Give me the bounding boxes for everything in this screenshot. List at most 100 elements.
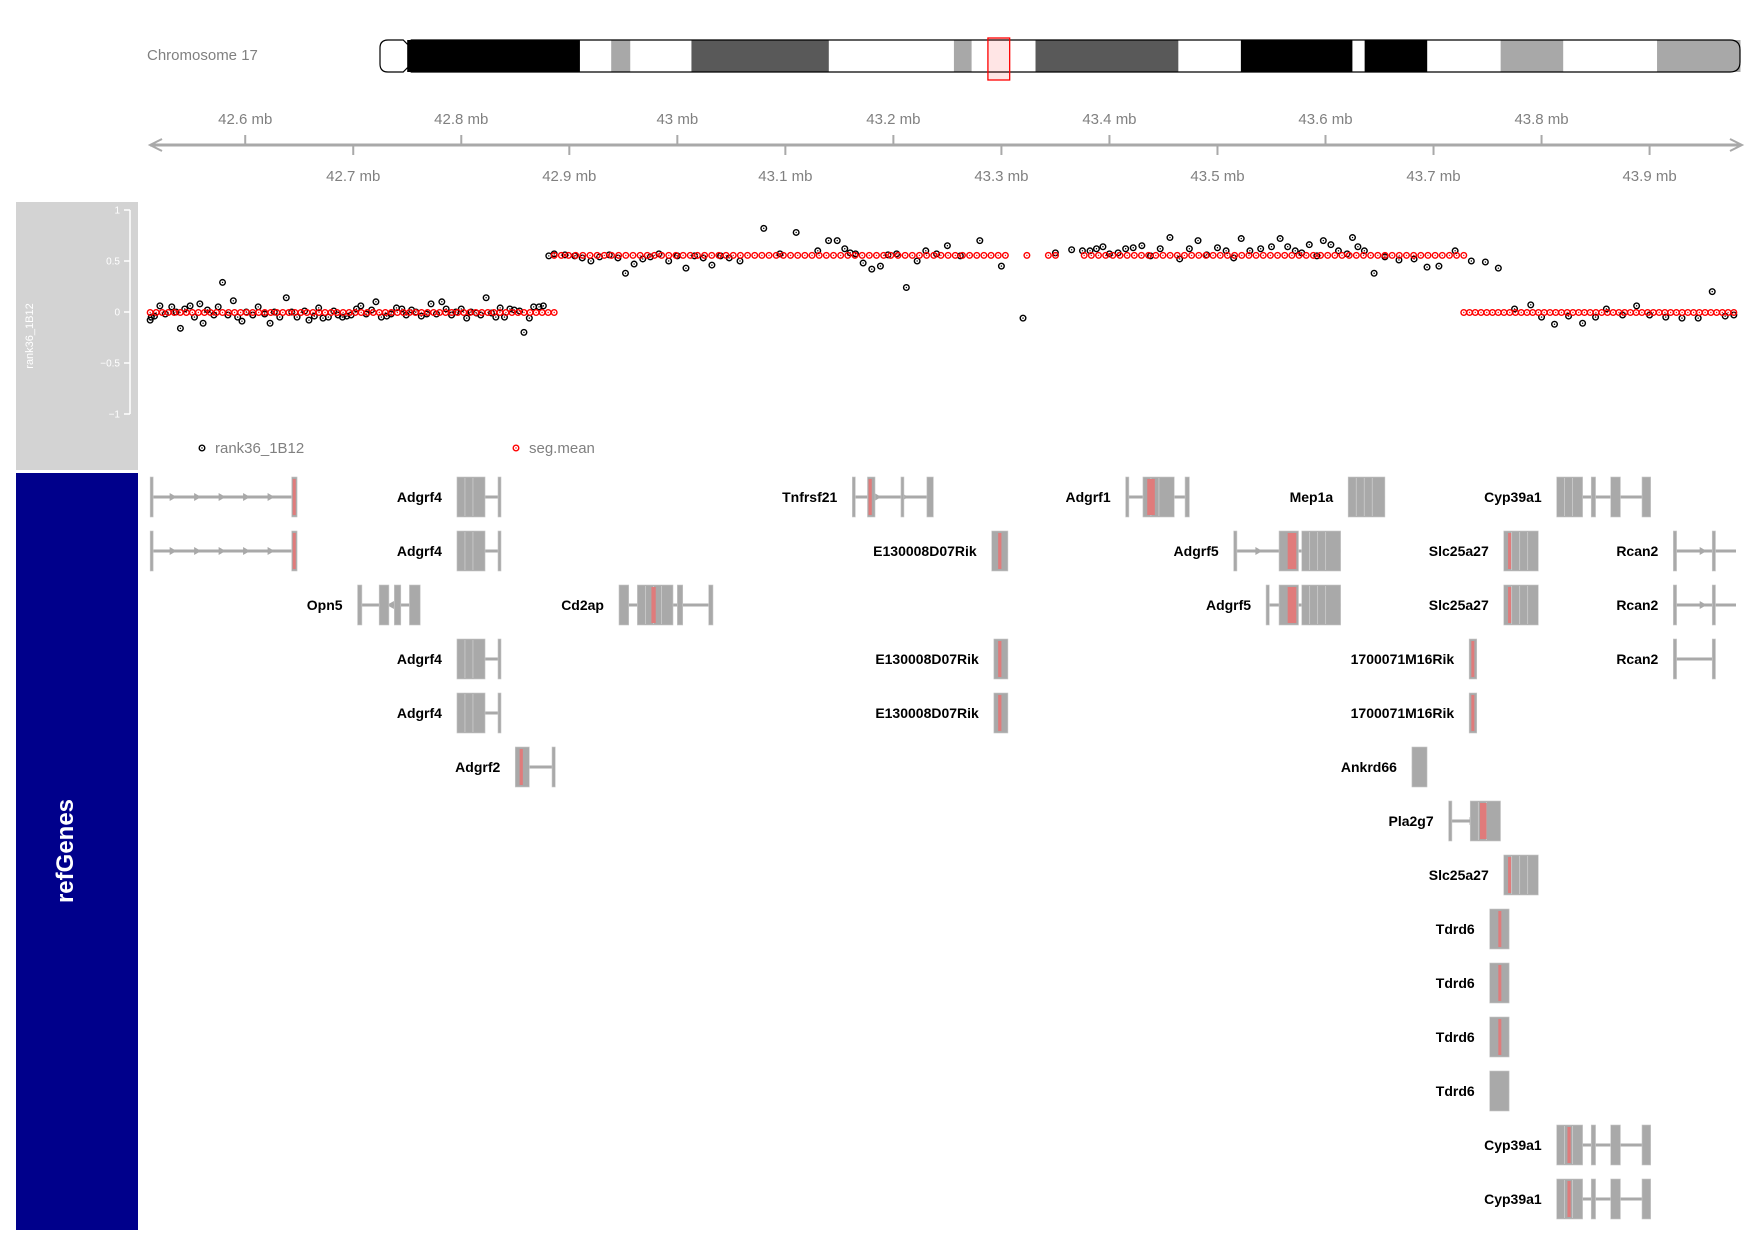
- seg-mean-point-center: [1577, 311, 1580, 314]
- seg-mean-point: [586, 251, 594, 259]
- seg-mean-point-center: [1276, 254, 1279, 257]
- data-point-center: [1373, 272, 1375, 274]
- data-point: [922, 247, 930, 255]
- seg-mean-point-center: [582, 254, 584, 257]
- data-point: [1129, 244, 1137, 252]
- seg-mean-point: [880, 251, 888, 259]
- data-point: [520, 328, 528, 336]
- gene-exon: [1610, 1178, 1621, 1220]
- seg-mean-point-center: [360, 311, 362, 314]
- seg-mean-point-center: [523, 311, 525, 314]
- y-axis-tick-label: 1: [114, 206, 120, 217]
- seg-mean-point-center: [682, 254, 684, 257]
- gene-highlight-region: [1287, 587, 1297, 623]
- gene-label: Adgrf4: [397, 651, 442, 667]
- gene-model: Adgrf1: [1066, 476, 1190, 518]
- seg-mean-point-center: [1474, 311, 1476, 314]
- data-point-center: [269, 322, 271, 324]
- gene-model: 1700071M16Rik: [1351, 692, 1478, 734]
- gene-model: Rcan2: [1616, 584, 1736, 626]
- seg-mean-point-center: [625, 254, 627, 257]
- gene-track-title-panel: [16, 473, 138, 1230]
- ideogram-band: [1427, 40, 1502, 72]
- seg-mean-point-center: [1526, 311, 1528, 314]
- data-point: [496, 304, 504, 312]
- gene-model: Cd2ap: [561, 584, 714, 626]
- seg-mean-point: [672, 251, 680, 259]
- seg-mean-point-center: [1319, 254, 1322, 257]
- data-point: [630, 260, 638, 268]
- gene-model: Adgrf4: [397, 530, 502, 572]
- data-point: [1334, 247, 1342, 255]
- seg-mean-point-center: [1169, 254, 1171, 257]
- data-point-center: [844, 248, 846, 250]
- gene-track-title: refGenes: [52, 799, 79, 903]
- gene-highlight-region: [1508, 857, 1512, 893]
- ideogram-band: [1500, 40, 1564, 72]
- data-point: [1579, 319, 1587, 327]
- seg-mean-point-center: [660, 254, 663, 257]
- seg-mean-point-center: [420, 311, 423, 314]
- strand-arrow: [1699, 601, 1707, 609]
- seg-mean-point-center: [161, 311, 163, 314]
- seg-mean-point-center: [1420, 254, 1422, 257]
- gene-highlight-region: [1508, 533, 1512, 569]
- gene-label: Tdrd6: [1436, 1083, 1475, 1099]
- seg-mean-point-center: [239, 311, 242, 314]
- seg-mean-point: [1345, 251, 1353, 259]
- seg-mean-point-center: [925, 254, 928, 257]
- seg-mean-point: [615, 251, 623, 259]
- seg-mean-point-center: [167, 311, 169, 314]
- seg-mean-point-center: [288, 311, 290, 314]
- seg-mean-point-center: [1155, 254, 1157, 257]
- ideogram-band: [953, 40, 973, 72]
- seg-mean-point-center: [432, 311, 435, 314]
- seg-mean-point: [1338, 251, 1346, 259]
- data-point: [621, 269, 629, 277]
- data-point: [1467, 257, 1475, 265]
- data-point-center: [1141, 245, 1143, 247]
- data-point-center: [1665, 316, 1667, 318]
- data-point: [427, 300, 435, 308]
- data-point: [282, 294, 290, 302]
- data-point-center: [667, 260, 670, 262]
- seg-mean-point-center: [438, 311, 441, 314]
- data-point: [1194, 237, 1202, 245]
- data-track-title: rank36_1B12: [24, 303, 36, 368]
- gene-exon: [1489, 1070, 1510, 1112]
- data-point-center: [221, 281, 224, 284]
- seg-mean-point-center: [390, 311, 393, 314]
- seg-mean-point-center: [1532, 311, 1534, 314]
- seg-mean-point: [1130, 251, 1138, 259]
- gene-model: Slc25a27: [1429, 854, 1539, 896]
- gene-model: Adgrf5: [1206, 584, 1341, 626]
- seg-mean-point: [887, 251, 895, 259]
- seg-mean-point: [944, 251, 952, 259]
- seg-mean-point-center: [197, 311, 200, 314]
- data-point-center: [179, 327, 182, 330]
- gene-model: Tdrd6: [1436, 908, 1510, 950]
- seg-mean-point-center: [1140, 254, 1143, 257]
- seg-mean-point-center: [463, 311, 465, 314]
- data-point-center: [1178, 258, 1181, 260]
- data-point: [1105, 250, 1113, 258]
- seg-mean-point-center: [191, 311, 194, 314]
- seg-mean-point-center: [203, 311, 206, 314]
- seg-mean-point: [1438, 251, 1446, 259]
- seg-mean-point-center: [1190, 254, 1193, 257]
- seg-mean-point: [930, 251, 938, 259]
- seg-mean-point-center: [775, 254, 777, 257]
- seg-mean-point-center: [414, 311, 417, 314]
- seg-mean-point: [565, 251, 573, 259]
- seg-mean-point: [1730, 309, 1738, 317]
- seg-mean-point-center: [1491, 311, 1494, 314]
- data-point-center: [836, 239, 838, 242]
- seg-mean-point: [815, 251, 823, 259]
- gene-exon: [1641, 1178, 1651, 1220]
- data-point: [913, 257, 921, 265]
- gene-exon: [551, 746, 556, 788]
- seg-mean-point-center: [1398, 254, 1401, 257]
- seg-mean-point-center: [227, 311, 230, 314]
- data-point: [1395, 256, 1403, 264]
- seg-mean-point-center: [668, 254, 670, 257]
